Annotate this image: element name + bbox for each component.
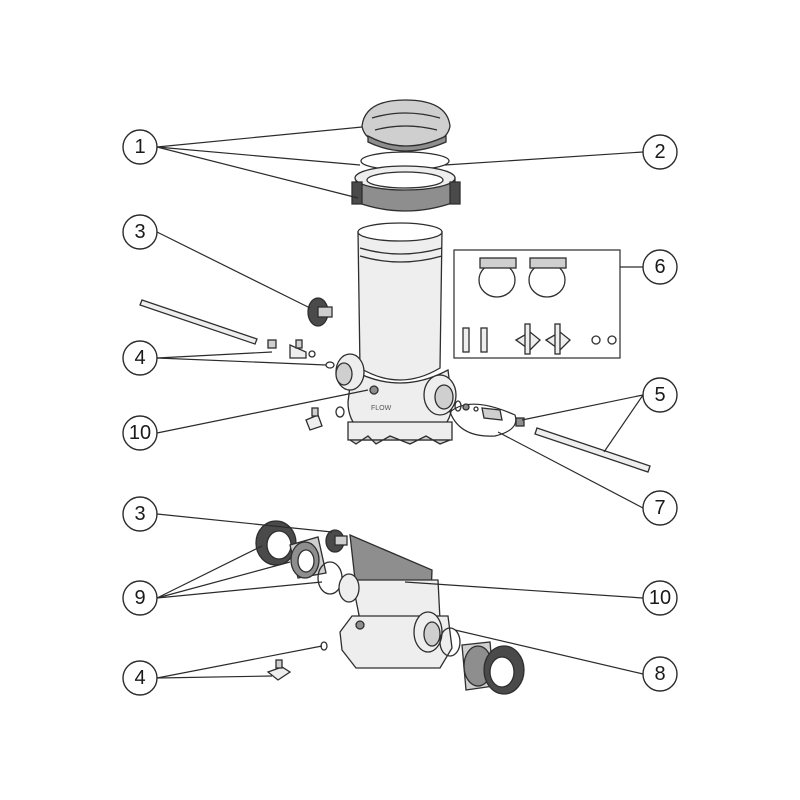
callout-label-9: 9 [134,587,145,609]
callout-6: 6 [642,249,678,285]
callout-1: 1 [122,129,158,165]
feed-tube-right [534,427,651,473]
callout-label-1: 1 [134,136,145,158]
callout-label-4-top: 4 [134,347,145,369]
callout-4-top: 4 [122,340,158,376]
flow-embossed-label: FLOW [371,405,392,412]
chlorinator-body: FLOW [335,222,457,445]
drain-valve-bottom [266,641,328,681]
control-knob-bottom [325,529,348,553]
drain-valve-top [267,339,335,369]
feed-tube-left [139,299,258,345]
callout-label-3-top: 3 [134,221,145,243]
callout-4-bottom: 4 [122,660,158,696]
lid-dome [361,99,451,152]
union-tailpiece-left [289,536,327,579]
union-nut-left [255,520,297,566]
callout-3-top: 3 [122,214,158,250]
callout-label-7: 7 [654,497,665,519]
union-o-ring-right [439,627,461,657]
callout-label-3-bottom: 3 [134,503,145,525]
callout-label-2: 2 [654,141,665,163]
callout-10-top: 10 [122,415,158,451]
callout-2: 2 [642,134,678,170]
base-body-bottom [338,533,453,669]
callout-9: 9 [122,580,158,616]
control-knob-top [307,297,333,327]
check-valve-assembly [449,400,525,437]
callout-label-6: 6 [654,256,665,278]
callout-3-bottom: 3 [122,496,158,532]
callout-label-5: 5 [654,384,665,406]
bleeder-fitting-top [305,406,345,431]
callout-label-8: 8 [654,663,665,685]
hose-barbs [462,323,617,355]
leader-lines [156,126,644,679]
callout-label-10-top: 10 [129,422,151,444]
union-nut-right [483,645,525,695]
callout-8: 8 [642,656,678,692]
callout-10-bottom: 10 [642,580,678,616]
lid-lock-ring [351,165,461,212]
clamp-kit-box [453,249,621,359]
callout-label-10-bottom: 10 [649,587,671,609]
callout-7: 7 [642,490,678,526]
hose-clamp-1 [478,257,517,298]
callout-label-4-bottom: 4 [134,667,145,689]
hose-clamp-2 [528,257,567,298]
callout-5: 5 [642,377,678,413]
